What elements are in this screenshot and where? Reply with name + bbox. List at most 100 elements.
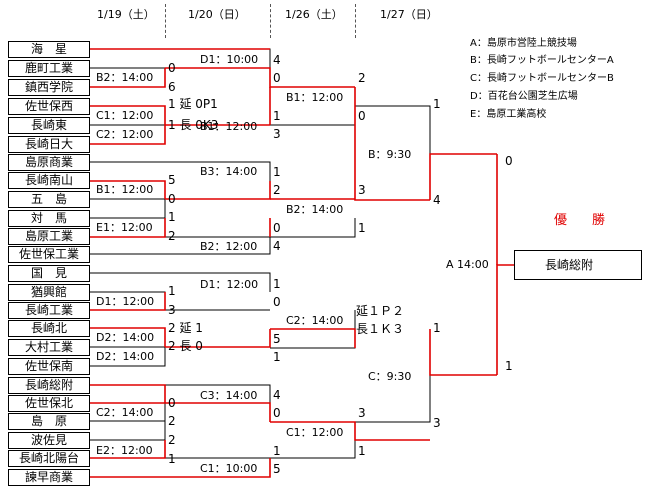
team-entry: 長崎日大 xyxy=(8,136,90,153)
champion-title: 優 勝 xyxy=(554,213,612,228)
match-score: 5 xyxy=(273,462,281,476)
match-venue: C1：10:00 xyxy=(200,462,258,475)
match-score: 1 xyxy=(273,165,281,179)
date-day2: 1/20（日） xyxy=(188,8,246,21)
team-entry: 海 星 xyxy=(8,41,90,58)
winner-path xyxy=(165,329,271,348)
bracket-connector xyxy=(90,420,166,440)
match-score: 0 xyxy=(273,221,281,235)
winner-path xyxy=(90,105,166,125)
match-score: 1 xyxy=(168,452,176,466)
match-venue: B1：12:00 xyxy=(96,183,154,196)
bracket-connector xyxy=(90,198,166,218)
date-divider xyxy=(270,4,271,38)
match-score: 0 xyxy=(273,295,281,309)
match-score: 1 xyxy=(168,210,176,224)
date-day4: 1/27（日） xyxy=(380,8,438,21)
match-venue: B2：14:00 xyxy=(96,71,154,84)
match-score: 1 xyxy=(273,277,281,291)
match-venue: B2：14:00 xyxy=(286,203,344,216)
match-score: 1 xyxy=(358,444,366,458)
team-entry: 猶興館 xyxy=(8,284,90,301)
match-score: 1 xyxy=(358,221,366,235)
match-score: 4 xyxy=(273,239,281,253)
team-entry: 対 馬 xyxy=(8,210,90,227)
match-venue: B3：14:00 xyxy=(200,165,258,178)
winner-path xyxy=(429,153,497,200)
team-entry: 島 原 xyxy=(8,413,90,430)
match-score: 1 xyxy=(168,284,176,298)
match-score: 3 xyxy=(168,303,176,317)
team-entry: 島原商業 xyxy=(8,154,90,171)
match-score: 4 xyxy=(433,193,441,207)
winner-path xyxy=(429,329,497,376)
winner-path xyxy=(90,218,166,238)
champion-box: 長崎総附 xyxy=(514,250,642,280)
team-entry: 佐世保西 xyxy=(8,98,90,115)
match-score: 3 xyxy=(358,183,366,197)
match-score: 1 xyxy=(273,350,281,364)
match-score: 2 xyxy=(358,71,366,85)
match-venue: D1：12:00 xyxy=(200,278,259,291)
venue-legend-item: E：島原工業高校 xyxy=(470,109,547,120)
match-venue: C2：12:00 xyxy=(96,128,154,141)
venue-legend-item: C：長崎フットボールセンターB xyxy=(470,73,614,84)
team-entry: 佐世保北 xyxy=(8,395,90,412)
bracket-connector xyxy=(270,218,356,238)
match-venue: A 14:00 xyxy=(446,258,489,271)
match-score: 5 xyxy=(168,173,176,187)
match-venue: B1：12:00 xyxy=(200,120,258,133)
venue-legend-item: D：百花台公園芝生広場 xyxy=(470,91,578,102)
winner-path xyxy=(90,180,166,199)
match-score: 0 xyxy=(168,396,176,410)
team-entry: 佐世保工業 xyxy=(8,246,90,263)
winner-path xyxy=(90,68,166,88)
team-entry: 長崎東 xyxy=(8,117,90,134)
match-score: 0 xyxy=(505,154,513,168)
match-venue: B：9:30 xyxy=(368,148,412,161)
match-venue: C2：14:00 xyxy=(286,314,344,327)
match-venue: C：9:30 xyxy=(368,370,412,383)
winner-path xyxy=(90,458,271,478)
bracket-connector xyxy=(90,346,166,367)
winner-path xyxy=(90,440,166,459)
match-score: 3 xyxy=(273,127,281,141)
winner-path xyxy=(90,402,271,422)
bracket-connector xyxy=(90,237,271,255)
team-entry: 佐世保南 xyxy=(8,358,90,375)
match-score: 2 xyxy=(273,183,281,197)
winner-path xyxy=(270,421,430,441)
team-entry: 鎮西学院 xyxy=(8,79,90,96)
match-venue: D1：12:00 xyxy=(96,295,155,308)
venue-legend-item: B：長崎フットボールセンターA xyxy=(470,55,614,66)
team-entry: 大村工業 xyxy=(8,339,90,356)
match-score: 延１Ｐ２ xyxy=(356,304,405,318)
date-day3: 1/26（土） xyxy=(285,8,343,21)
team-entry: 五 島 xyxy=(8,191,90,208)
match-score: 2 延 1 xyxy=(168,321,203,335)
date-divider xyxy=(355,4,356,38)
match-score: 5 xyxy=(273,332,281,346)
bracket-connector xyxy=(90,161,271,181)
team-entry: 長崎総附 xyxy=(8,377,90,394)
match-score: 1 xyxy=(433,321,441,335)
team-entry: 諫早商業 xyxy=(8,469,90,486)
team-entry: 波佐見 xyxy=(8,432,90,449)
match-score: 0 xyxy=(273,71,281,85)
match-score: 4 xyxy=(273,53,281,67)
match-venue: B1：12:00 xyxy=(286,91,344,104)
match-venue: C1：12:00 xyxy=(96,109,154,122)
match-score: 長１Ｋ３ xyxy=(356,322,405,336)
bracket-connector xyxy=(90,272,271,292)
bracket-connector xyxy=(270,106,356,126)
match-venue: C3：14:00 xyxy=(200,389,258,402)
team-entry: 鹿町工業 xyxy=(8,60,90,77)
team-entry: 長崎北陽台 xyxy=(8,450,90,467)
match-score: 2 xyxy=(168,414,176,428)
date-divider xyxy=(165,4,166,38)
match-score: 1 xyxy=(433,97,441,111)
winner-path xyxy=(90,124,270,145)
winner-path xyxy=(165,67,355,88)
match-score: 1 延 0P1 xyxy=(168,97,218,111)
